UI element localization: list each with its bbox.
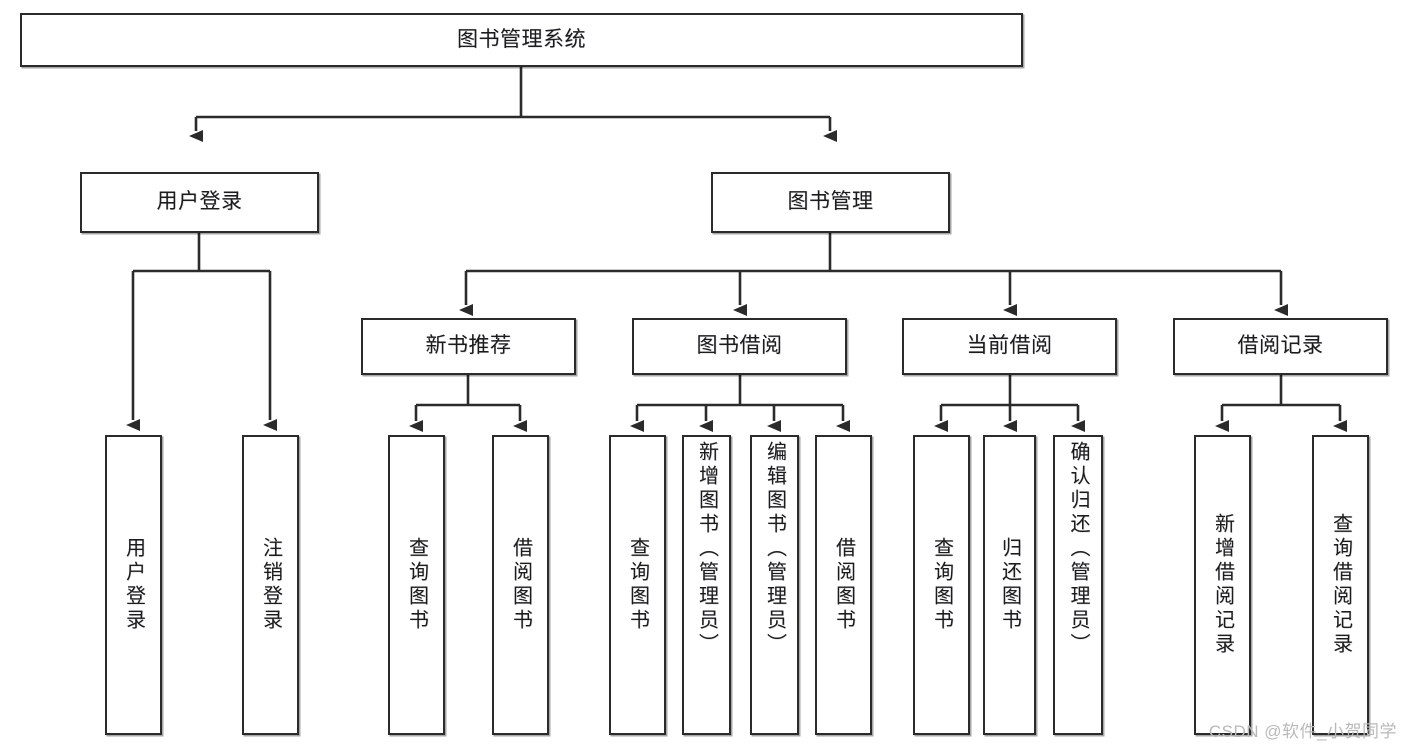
node-leaf-return-book-label: 归还图书 — [998, 537, 1021, 633]
node-borrow-record[interactable]: 借阅记录 — [1173, 318, 1388, 375]
node-leaf-add-record-label: 新增借阅记录 — [1211, 513, 1234, 657]
node-leaf-query-record-label: 查询借阅记录 — [1329, 513, 1352, 657]
node-leaf-user-logout[interactable]: 注销登录 — [242, 435, 299, 735]
node-leaf-user-login-label: 用户登录 — [122, 537, 145, 633]
node-leaf-borrow-book-1-label: 借阅图书 — [509, 537, 532, 633]
node-leaf-return-book[interactable]: 归还图书 — [983, 435, 1036, 735]
node-borrow-record-label: 借阅记录 — [1237, 334, 1324, 358]
node-leaf-add-book-label: 新增图书（管理员） — [695, 441, 718, 657]
node-leaf-user-login[interactable]: 用户登录 — [105, 435, 162, 735]
node-leaf-confirm-return-label: 确认归还（管理员） — [1067, 441, 1089, 657]
node-leaf-query-record[interactable]: 查询借阅记录 — [1312, 435, 1369, 735]
node-leaf-user-logout-label: 注销登录 — [259, 537, 282, 633]
node-leaf-query-book-1-label: 查询图书 — [405, 537, 428, 633]
node-current-borrow[interactable]: 当前借阅 — [902, 318, 1117, 375]
node-leaf-query-book-2[interactable]: 查询图书 — [609, 435, 666, 735]
node-user-login[interactable]: 用户登录 — [80, 172, 319, 233]
node-leaf-borrow-book-2[interactable]: 借阅图书 — [815, 435, 872, 735]
node-new-book-recommend-label: 新书推荐 — [425, 334, 512, 358]
node-leaf-query-book-2-label: 查询图书 — [626, 537, 649, 633]
node-leaf-borrow-book-2-label: 借阅图书 — [832, 537, 855, 633]
node-user-login-label: 用户登录 — [156, 190, 243, 214]
node-book-borrow-label: 图书借阅 — [696, 334, 783, 358]
node-leaf-add-record[interactable]: 新增借阅记录 — [1194, 435, 1251, 735]
node-book-management-label: 图书管理 — [787, 190, 874, 214]
node-leaf-query-book-3-label: 查询图书 — [930, 537, 953, 633]
node-leaf-add-book[interactable]: 新增图书（管理员） — [682, 435, 731, 735]
node-book-management[interactable]: 图书管理 — [711, 172, 950, 233]
node-leaf-confirm-return[interactable]: 确认归还（管理员） — [1053, 435, 1103, 735]
node-root-book-management-system[interactable]: 图书管理系统 — [20, 13, 1023, 67]
node-root-label: 图书管理系统 — [457, 27, 586, 51]
node-leaf-borrow-book-1[interactable]: 借阅图书 — [492, 435, 549, 735]
node-leaf-query-book-1[interactable]: 查询图书 — [388, 435, 445, 735]
node-current-borrow-label: 当前借阅 — [966, 334, 1053, 358]
node-leaf-edit-book-label: 编辑图书（管理员） — [763, 441, 786, 657]
node-leaf-edit-book[interactable]: 编辑图书（管理员） — [750, 435, 799, 735]
node-leaf-query-book-3[interactable]: 查询图书 — [913, 435, 970, 735]
node-new-book-recommend[interactable]: 新书推荐 — [361, 318, 576, 375]
node-book-borrow[interactable]: 图书借阅 — [632, 318, 847, 375]
